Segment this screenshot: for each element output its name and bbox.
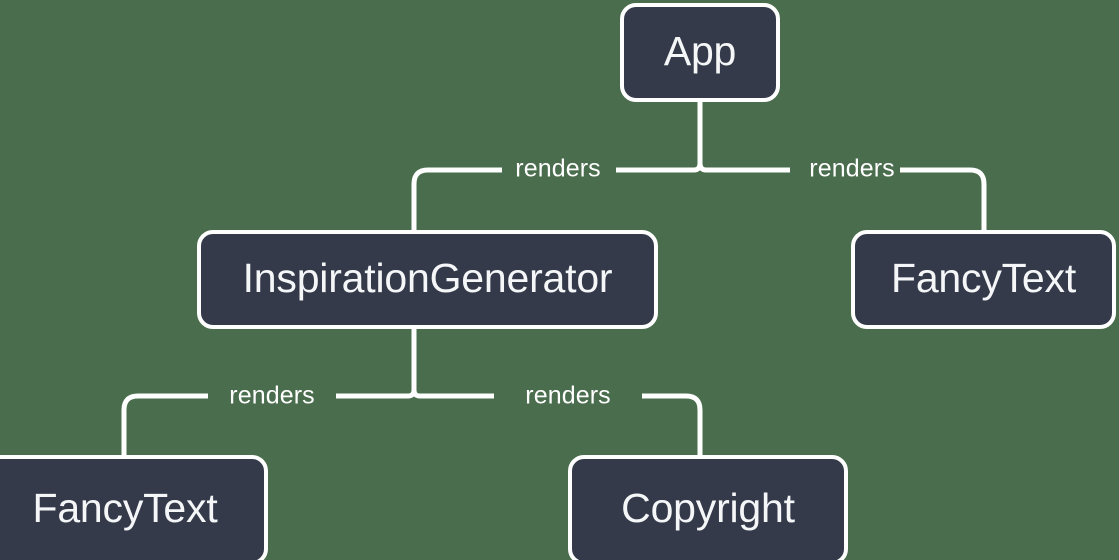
node-app[interactable]: App [620,3,780,102]
edge-label-app-to-inspiration-generator: renders [515,154,601,183]
edge-inspgen-to-copyright [642,393,703,455]
edge-app-to-inspgen [411,167,502,230]
node-fancy-text-right[interactable]: FancyText [851,230,1116,329]
edge-app-junction-right [697,160,790,173]
edge-app-junction-left [616,160,703,173]
edge-inspgen-junction-left [336,386,417,399]
node-fancy-text-left-label: FancyText [32,485,218,531]
edge-inspgen-to-fancyleft [121,393,208,455]
node-inspiration-generator[interactable]: InspirationGenerator [197,230,658,329]
edge-label-app-to-fancy-text: renders [809,154,895,183]
node-inspiration-generator-label: InspirationGenerator [242,254,613,301]
node-fancy-text-right-label: FancyText [890,254,1077,301]
edge-inspgen-junction-right [411,386,494,399]
edge-app-to-fancyright [900,167,987,230]
node-copyright-label: Copyright [621,485,795,531]
node-app-label: App [663,27,737,74]
node-copyright[interactable]: Copyright [568,455,848,560]
node-fancy-text-left[interactable]: FancyText [0,455,268,560]
edge-label-inspiration-generator-to-copyright: renders [525,381,611,410]
edge-label-inspiration-generator-to-fancy-text: renders [229,381,315,410]
